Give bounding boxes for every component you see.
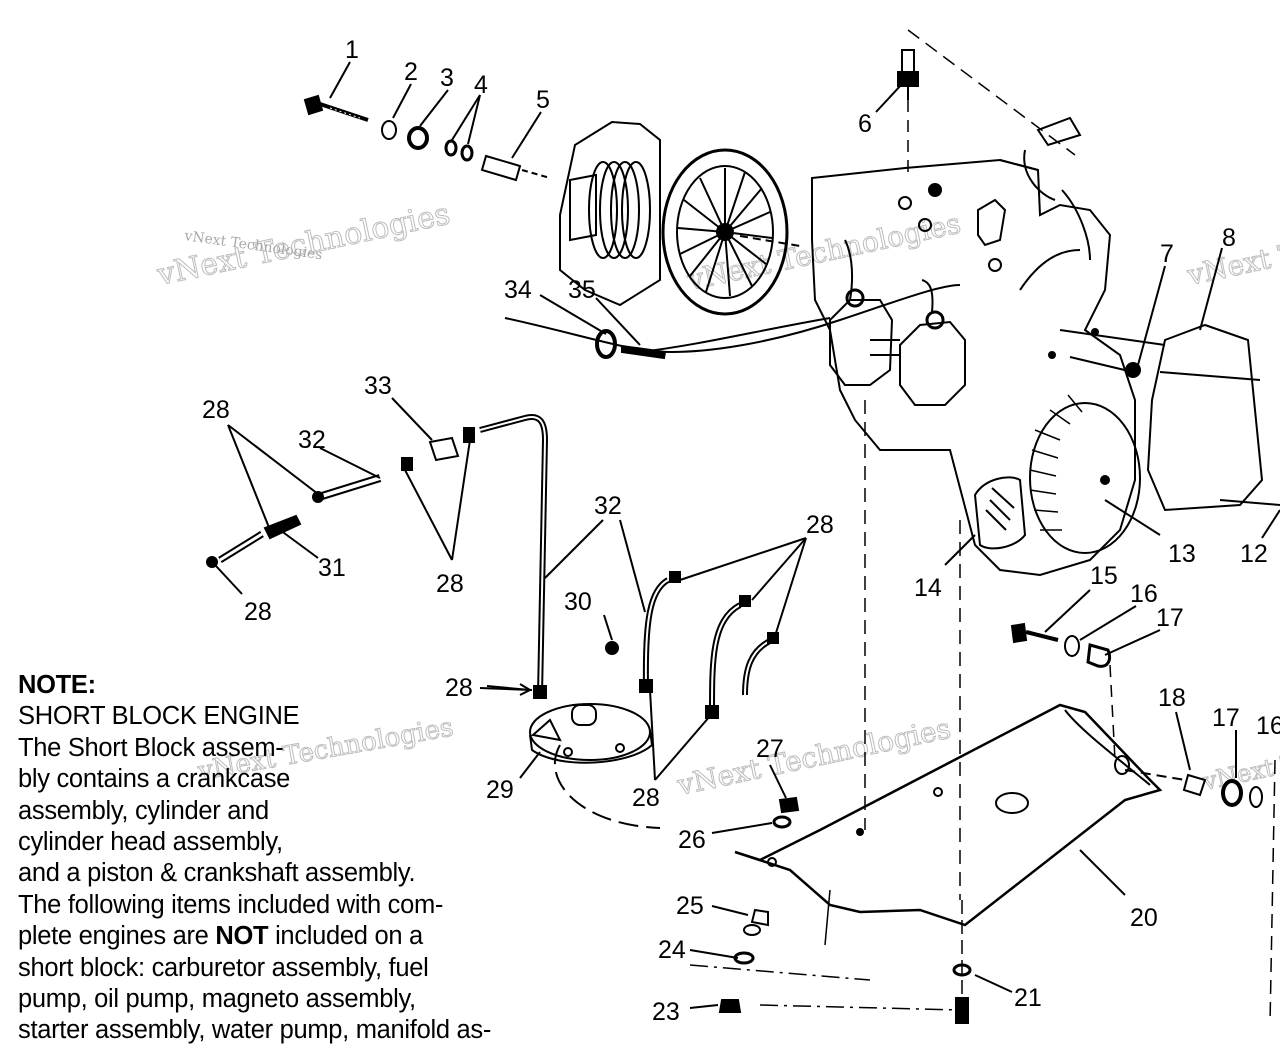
callout-6: 6 [858, 110, 872, 138]
callout-28c: 28 [244, 598, 272, 626]
note-line-2: The Short Block assem- [18, 733, 284, 762]
callout-2: 2 [404, 58, 418, 86]
note-line-8-bold: NOT [215, 922, 269, 951]
callout-18: 18 [1158, 684, 1186, 712]
callout-27: 27 [756, 735, 784, 763]
part-washer-2 [381, 120, 397, 140]
callout-29: 29 [486, 776, 514, 804]
note-line-10: pump, oil pump, magneto assembly, [18, 985, 416, 1014]
part-sleeve-5 [480, 154, 522, 182]
part-bolt-1 [303, 94, 369, 122]
part-spark-plug-6 [897, 49, 919, 100]
part-carburetors [829, 288, 966, 406]
callout-5: 5 [536, 86, 550, 114]
callout-16b: 16 [1256, 712, 1280, 740]
part-oring-4b [460, 144, 474, 162]
callout-21: 21 [1014, 984, 1042, 1012]
part-engine-block [811, 158, 1141, 577]
callout-31: 31 [318, 554, 346, 582]
short-block-note: NOTE: SHORT BLOCK ENGINE The Short Block… [18, 670, 578, 1047]
callout-4: 4 [474, 71, 488, 99]
note-line-9: short block: carburetor assembly, fuel [18, 953, 429, 982]
part-fuel-pump-29 [529, 703, 661, 829]
callout-28f: 28 [632, 784, 660, 812]
callout-30: 30 [564, 588, 592, 616]
callout-26: 26 [678, 826, 706, 854]
note-line-7: The following items included with com- [18, 890, 444, 919]
callout-35: 35 [568, 276, 596, 304]
part-heat-shield-8 [1146, 323, 1264, 512]
note-line-5: cylinder head assembly, [18, 828, 283, 857]
callout-12: 12 [1240, 540, 1268, 568]
callout-7: 7 [1160, 240, 1174, 268]
callout-13: 13 [1168, 540, 1196, 568]
callout-24: 24 [658, 936, 686, 964]
note-line-1: SHORT BLOCK ENGINE [18, 702, 300, 731]
part-skid-plate-20 [734, 703, 1163, 927]
watermark-5: vNext Technologies [674, 712, 954, 802]
engine-exploded-diagram: vNext Technologies vNext Technologies vN… [153, 29, 1280, 1024]
callout-1: 1 [345, 36, 359, 64]
callout-14: 14 [914, 574, 942, 602]
callout-28a: 28 [202, 396, 230, 424]
callout-16a: 16 [1130, 580, 1158, 608]
callout-25: 25 [676, 892, 704, 920]
note-heading: NOTE: [18, 671, 96, 699]
callout-32a: 32 [298, 426, 326, 454]
part-oring-4a [444, 139, 458, 157]
callout-labels: 1 2 3 4 5 6 7 8 12 13 14 15 16 16 17 17 … [202, 36, 1280, 1024]
note-line-8-post: included on a [268, 922, 423, 951]
note-line-8-pre: plete engines are [18, 922, 216, 951]
leader-lines [215, 61, 1280, 1009]
callout-28b: 28 [436, 570, 464, 598]
callout-8: 8 [1222, 224, 1236, 252]
callout-20: 20 [1130, 904, 1158, 932]
callout-3: 3 [440, 64, 454, 92]
note-line-4: assembly, cylinder and [18, 796, 269, 825]
engine-parts [206, 29, 1280, 1024]
callout-23: 23 [652, 998, 680, 1024]
callout-34: 34 [504, 276, 532, 304]
note-line-6: and a piston & crankshaft assembly. [18, 859, 416, 888]
note-line-8: plete engines are NOT included on a [18, 921, 578, 952]
note-line-11: starter assembly, water pump, manifold a… [18, 1016, 492, 1045]
part-washer-3 [407, 126, 429, 150]
callout-28d: 28 [806, 511, 834, 539]
part-mount-hardware [689, 622, 1276, 1024]
callout-28e: 28 [445, 674, 473, 702]
part-throttle-cable [504, 239, 961, 360]
callout-15: 15 [1090, 562, 1118, 590]
callout-32b: 32 [594, 492, 622, 520]
callout-17a: 17 [1156, 604, 1184, 632]
note-line-3: bly contains a crankcase [18, 765, 291, 794]
part-oil-lines [206, 414, 779, 719]
callout-33: 33 [364, 372, 392, 400]
callout-17b: 17 [1212, 704, 1240, 732]
part-plug-wire [1023, 116, 1091, 261]
part-drive-clutch [559, 120, 801, 316]
